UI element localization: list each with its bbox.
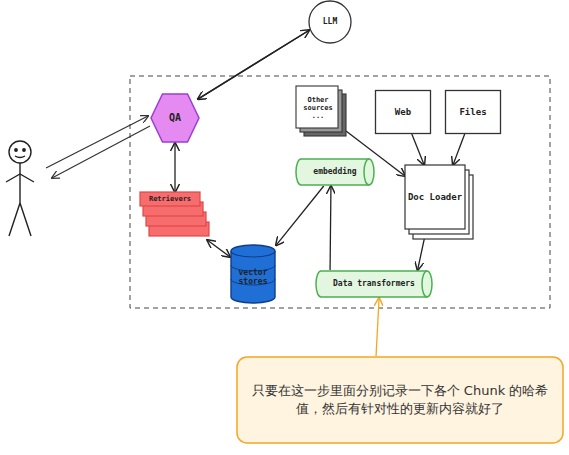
qa-hexagon: QA <box>150 93 200 143</box>
text-area: Web <box>375 90 431 134</box>
web-box: Web <box>375 90 431 134</box>
data-transformers-cylinder: Data transformers <box>316 270 432 298</box>
flow-arrow <box>276 186 324 245</box>
flow-arrow <box>329 186 331 270</box>
node-label: Data transformers <box>333 279 415 288</box>
other-sources-stack-outline <box>296 86 346 138</box>
text-area: LLM <box>308 0 352 44</box>
flow-arrow <box>198 30 309 99</box>
request-wire <box>46 116 148 168</box>
text-area: Doc Loader <box>405 165 465 229</box>
node-label: vector stores <box>230 268 276 286</box>
flow-arrow <box>174 143 175 192</box>
callout-box-outline <box>236 356 564 444</box>
flow-arrow <box>412 134 424 165</box>
system-boundary <box>130 76 550 308</box>
text-area: embedding <box>296 158 374 186</box>
node-label: Web <box>395 107 411 117</box>
user-figure <box>6 141 34 236</box>
text-area: vector stores <box>230 257 276 297</box>
callout-box: 只要在这一步里面分别记录一下各个 Chunk 的哈希值，然后有针对性的更新内容就… <box>236 356 564 444</box>
retrievers-stack: Retrievers <box>140 192 210 240</box>
leader-arrow <box>376 298 379 356</box>
text-area: Other sources ... <box>298 88 338 128</box>
node-label: embedding <box>313 167 356 176</box>
flow-arrow <box>198 30 309 99</box>
response-wire <box>52 126 150 178</box>
doc-loader-stack: Doc Loader <box>405 165 473 239</box>
text-area: Files <box>445 90 501 134</box>
node-label: Files <box>459 107 486 117</box>
note-text: 只要在这一步里面分别记录一下各个 Chunk 的哈希值，然后有针对性的更新内容就… <box>236 378 564 421</box>
text-area: QA <box>150 93 200 143</box>
vector-stores-cylinder: vector stores <box>230 245 276 303</box>
flow-arrow <box>418 239 425 270</box>
embedding-cylinder: embedding <box>296 158 374 186</box>
flow-arrow <box>453 134 465 165</box>
other-sources-stack: Other sources ... <box>296 86 346 138</box>
node-label: Retrievers <box>149 195 191 203</box>
node-label: QA <box>169 112 181 124</box>
flow-arrow <box>207 240 230 257</box>
doc-loader-stack-outline <box>405 165 473 239</box>
files-box: Files <box>445 90 501 134</box>
node-label: Doc Loader <box>408 192 462 202</box>
text-area: Data transformers <box>316 270 432 298</box>
node-label: LLM <box>323 17 337 26</box>
llm-circle: LLM <box>308 0 352 44</box>
text-area: Retrievers <box>140 192 200 206</box>
node-label: Other sources ... <box>298 96 338 120</box>
text-area: 只要在这一步里面分别记录一下各个 Chunk 的哈希值，然后有针对性的更新内容就… <box>236 356 564 444</box>
